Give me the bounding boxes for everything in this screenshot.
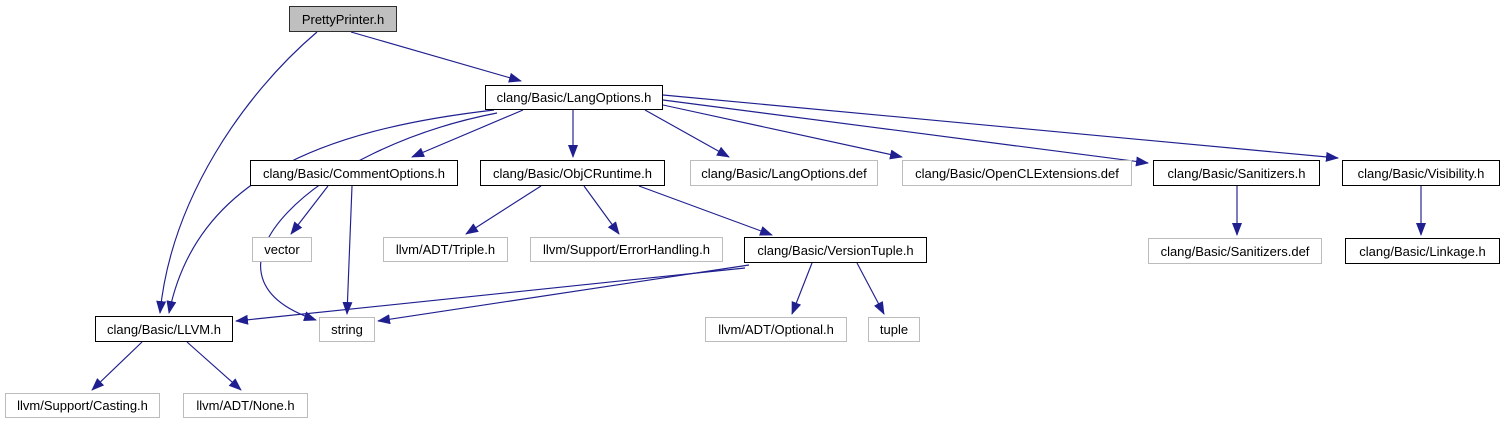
- node-sanitizersdef: clang/Basic/Sanitizers.def: [1148, 238, 1322, 264]
- node-triple: llvm/ADT/Triple.h: [383, 237, 508, 262]
- node-openclextensions: clang/Basic/OpenCLExtensions.def: [902, 160, 1132, 186]
- node-tuple: tuple: [868, 317, 920, 342]
- edge-prettyprinter-llvm: [156, 31, 318, 314]
- node-commentoptions[interactable]: clang/Basic/CommentOptions.h: [250, 160, 458, 186]
- edge-langoptions-visibility: [662, 94, 1339, 162]
- edge-llvm-casting: [91, 341, 143, 391]
- edge-versiontuple-optional: [791, 262, 813, 315]
- node-llvm[interactable]: clang/Basic/LLVM.h: [95, 316, 233, 342]
- edge-versiontuple-tuple: [856, 262, 885, 315]
- node-casting: llvm/Support/Casting.h: [5, 393, 160, 418]
- node-objcruntime[interactable]: clang/Basic/ObjCRuntime.h: [480, 160, 665, 186]
- node-optional: llvm/ADT/Optional.h: [705, 317, 847, 342]
- node-linkage[interactable]: clang/Basic/Linkage.h: [1345, 238, 1500, 264]
- node-langoptions[interactable]: clang/Basic/LangOptions.h: [485, 85, 663, 110]
- edge-commentoptions-vector: [290, 185, 329, 235]
- edge-langoptions-llvm: [166, 109, 495, 314]
- edge-objcruntime-triple: [465, 185, 542, 235]
- edge-llvm-none: [186, 341, 242, 391]
- edge-langoptions-sanitizers: [662, 99, 1149, 167]
- edge-prettyprinter-langoptions: [350, 31, 522, 83]
- node-prettyprinter: PrettyPrinter.h: [289, 6, 397, 32]
- edge-langoptions-commentoptions: [411, 109, 524, 158]
- edge-objcruntime-errorhandling: [583, 185, 620, 235]
- node-errorhandling: llvm/Support/ErrorHandling.h: [530, 237, 723, 262]
- edge-objcruntime-versiontuple: [638, 185, 773, 236]
- node-langoptionsdef: clang/Basic/LangOptions.def: [690, 160, 878, 186]
- edge-langoptions-string: [260, 112, 498, 321]
- node-none: llvm/ADT/None.h: [183, 393, 308, 418]
- node-string: string: [319, 317, 375, 342]
- edge-langoptions-langoptionsdef: [644, 109, 730, 158]
- node-visibility[interactable]: clang/Basic/Visibility.h: [1342, 160, 1500, 186]
- edge-versiontuple-llvm: [235, 267, 746, 325]
- node-sanitizers[interactable]: clang/Basic/Sanitizers.h: [1153, 160, 1320, 186]
- node-versiontuple[interactable]: clang/Basic/VersionTuple.h: [744, 237, 927, 263]
- edge-langoptions-openclextensions: [662, 104, 903, 160]
- node-vector: vector: [252, 237, 312, 262]
- edge-commentoptions-string: [342, 185, 353, 315]
